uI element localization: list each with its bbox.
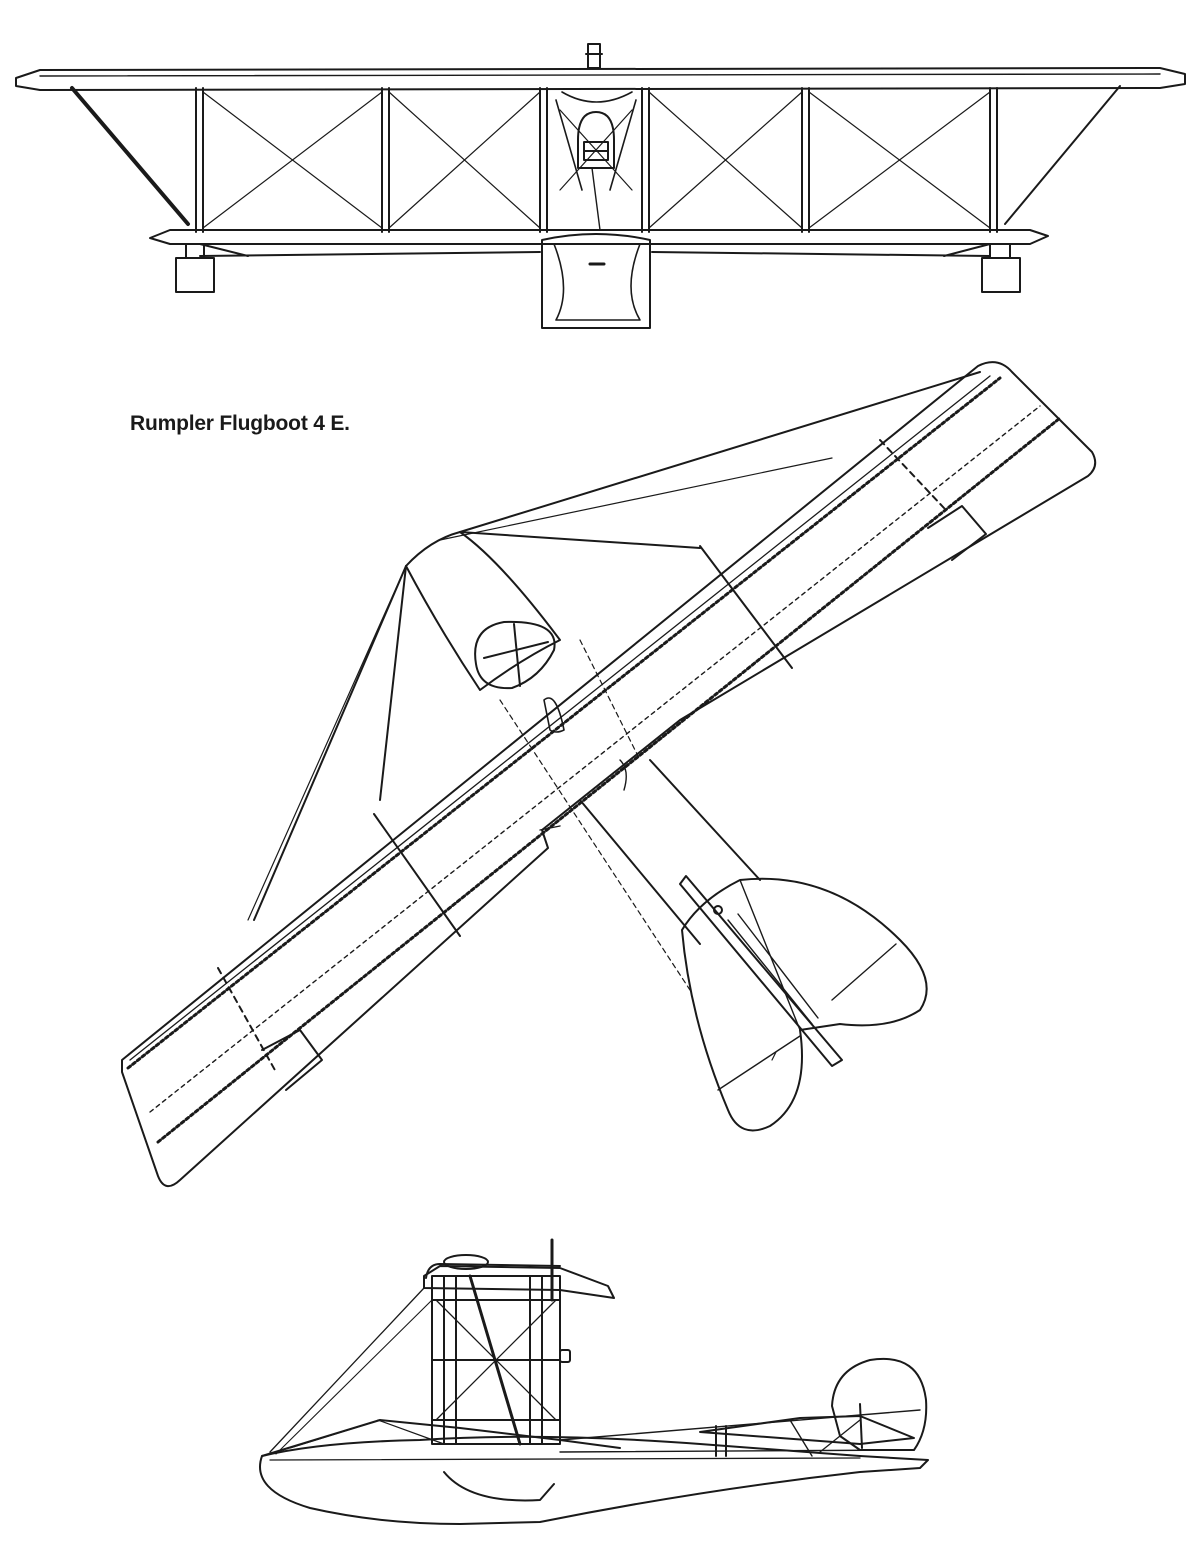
- left-wing-float: [176, 258, 214, 292]
- front-view: [0, 0, 1200, 340]
- plan-front-spar: [128, 378, 1000, 1068]
- side-fin-rudder: [832, 1359, 926, 1450]
- plan-left-aileron: [262, 1030, 322, 1090]
- front-lower-wing: [150, 230, 1048, 244]
- plan-upper-wing: [122, 362, 1095, 1186]
- side-upper-wing: [424, 1266, 614, 1298]
- plan-view: [0, 0, 1200, 1200]
- front-engine: [578, 112, 614, 168]
- drawing-title: Rumpler Flugboot 4 E.: [130, 412, 350, 435]
- plan-horizontal-tail: [682, 879, 927, 1131]
- side-horizontal-tail: [700, 1416, 914, 1444]
- plan-hull-nose: [406, 532, 560, 690]
- plan-rear-spar: [158, 418, 1060, 1142]
- side-hull: [260, 1437, 928, 1524]
- right-wing-float: [982, 258, 1020, 292]
- plan-right-aileron: [928, 506, 986, 560]
- front-upper-wing: [16, 68, 1185, 90]
- front-hull: [542, 234, 650, 328]
